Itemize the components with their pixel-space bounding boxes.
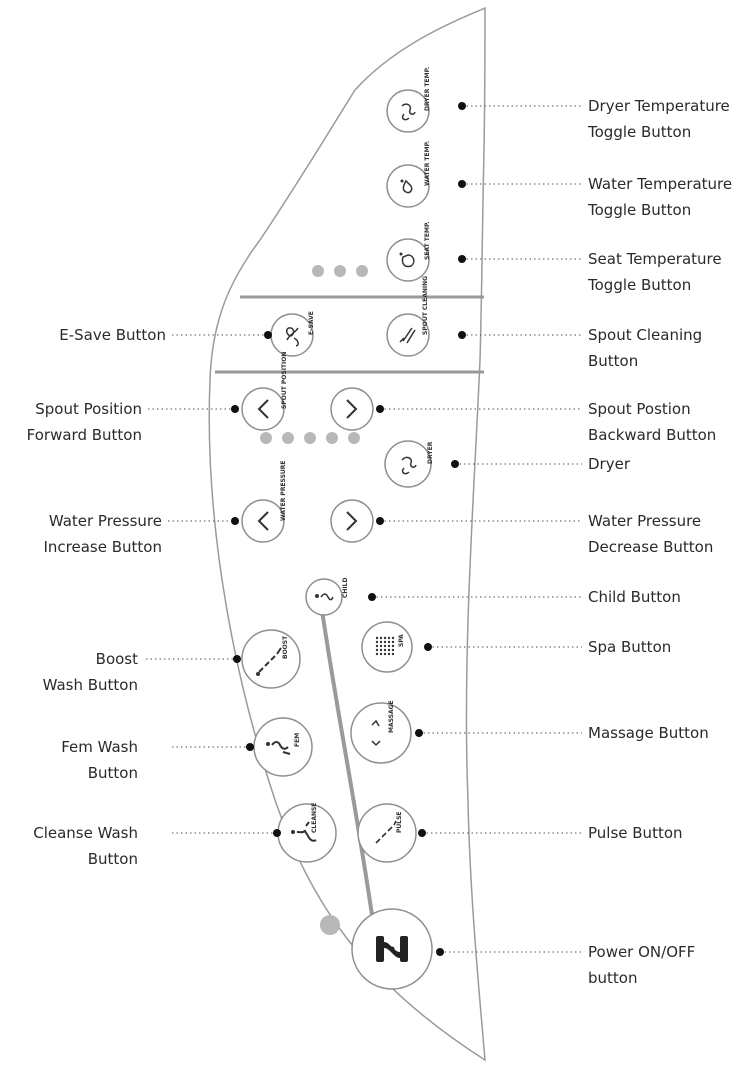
label-line: Toggle Button [588, 276, 692, 294]
spout-cleaning-button[interactable] [386, 313, 430, 357]
child-button[interactable] [305, 578, 343, 616]
label-line: Wash Button [42, 676, 138, 694]
label-line: Increase Button [43, 538, 163, 556]
label-line: Dryer Temperature [588, 97, 730, 115]
label-line: Water Temperature [588, 175, 733, 193]
label-line: Massage Button [588, 724, 709, 742]
label-seat-temp: Seat Temperature Toggle Button [588, 246, 722, 298]
left-leaders [146, 334, 277, 834]
right-leader-dots [368, 102, 466, 956]
right-leaders [372, 105, 582, 953]
spa-text: SPA [398, 634, 405, 647]
left-leader-dots [231, 331, 281, 837]
label-line: Spout Postion [588, 400, 691, 418]
label-line: Forward Button [26, 426, 142, 444]
label-child: Child Button [588, 584, 681, 610]
status-light [320, 915, 340, 935]
pulse-button[interactable] [357, 803, 417, 863]
label-line: Decrease Button [588, 538, 714, 556]
boost-text: BOOST [282, 635, 289, 659]
massage-text: MASSAGE [388, 700, 395, 733]
label-line: Water Pressure [48, 512, 162, 530]
label-line: Toggle Button [588, 123, 692, 141]
label-boost: Boost Wash Button [43, 646, 138, 698]
label-line: Spout Cleaning [588, 326, 703, 344]
label-pressure-increase: Water Pressure Increase Button [44, 508, 163, 560]
fem-button[interactable] [253, 717, 313, 777]
mode-track [320, 609, 374, 916]
label-spout-backward: Spout Postion Backward Button [588, 396, 716, 448]
label-line: Spa Button [588, 638, 672, 656]
label-pulse: Pulse Button [588, 820, 683, 846]
label-power: Power ON/OFF button [588, 939, 695, 991]
water-pressure-text: WATER PRESSURE [280, 460, 287, 521]
pulse-text: PULSE [396, 811, 403, 833]
label-spout-cleaning: Spout Cleaning Button [588, 322, 702, 374]
label-massage: Massage Button [588, 720, 709, 746]
dryer-button[interactable] [384, 440, 432, 488]
label-line: Backward Button [588, 426, 717, 444]
e-save-text: E-SAVE [308, 311, 315, 335]
spa-button[interactable] [361, 621, 413, 673]
label-line: button [588, 969, 638, 987]
label-line: Pulse Button [588, 824, 683, 842]
label-line: Button [588, 352, 639, 370]
label-line: E-Save Button [59, 326, 166, 344]
label-line: Toggle Button [588, 201, 692, 219]
pressure-decrease-button[interactable] [330, 499, 374, 543]
child-text: CHILD [342, 578, 349, 598]
dryer-temp-button[interactable] [386, 89, 430, 133]
label-line: Dryer [588, 455, 630, 473]
dryer-text: DRYER [427, 441, 434, 464]
cleanse-button[interactable] [277, 803, 337, 863]
label-line: Spout Position [35, 400, 142, 418]
label-cleanse: Cleanse Wash Button [33, 820, 138, 872]
seat-temp-text: SEAT TEMP. [424, 221, 431, 260]
seat-temp-button[interactable] [386, 238, 430, 282]
label-line: Cleanse Wash [33, 824, 138, 842]
spout-position-text: SPOUT POSITION [281, 352, 288, 409]
label-fem: Fem Wash Button [61, 734, 138, 786]
temp-level-dots [312, 265, 368, 277]
water-temp-text: WATER TEMP. [424, 141, 431, 186]
label-line: Fem Wash [61, 738, 138, 756]
spout-cleaning-text: SPOUT CLEANING [422, 276, 429, 335]
label-spa: Spa Button [588, 634, 671, 660]
label-line: Button [87, 764, 138, 782]
label-line: Power ON/OFF [588, 943, 696, 961]
massage-button[interactable] [350, 702, 412, 764]
water-temp-button[interactable] [386, 164, 430, 208]
e-save-button[interactable] [270, 313, 314, 357]
cleanse-text: CLEANSE [311, 803, 318, 833]
label-spout-forward: Spout Position Forward Button [27, 396, 142, 448]
label-line: Child Button [588, 588, 681, 606]
label-e-save: E-Save Button [59, 322, 166, 348]
label-line: Seat Temperature [588, 250, 722, 268]
label-dryer: Dryer [588, 451, 630, 477]
spout-level-dots [260, 432, 360, 444]
power-button[interactable] [351, 908, 433, 990]
label-line: Button [87, 850, 138, 868]
label-water-temp: Water Temperature Toggle Button [588, 171, 732, 223]
label-line: Boost [95, 650, 138, 668]
power-logo-icon [376, 936, 384, 962]
label-line: Water Pressure [588, 512, 702, 530]
dryer-temp-text: DRYER TEMP. [424, 67, 431, 111]
pressure-increase-button[interactable] [241, 499, 285, 543]
label-dryer-temp: Dryer Temperature Toggle Button [588, 93, 730, 145]
spout-forward-button[interactable] [241, 387, 285, 431]
boost-button[interactable] [241, 629, 301, 689]
spout-backward-button[interactable] [330, 387, 374, 431]
fem-text: FEM [294, 733, 301, 747]
label-pressure-decrease: Water Pressure Decrease Button [588, 508, 713, 560]
